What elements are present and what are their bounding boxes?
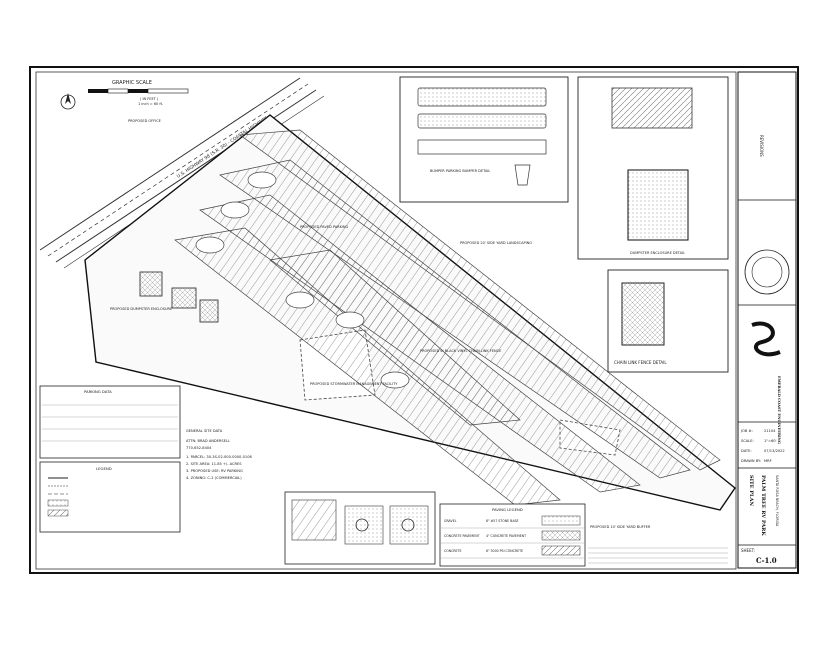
callout-office: PROPOSED OFFICE [128,119,161,123]
graphic-scale-ratio: 1 inch = 60 ft. [138,102,163,106]
job-no-label: JOB #: [740,429,753,433]
office-building [139,271,219,323]
chain-link-detail: CHAIN LINK FENCE DETAIL [607,269,729,373]
paving-legend-spec: 6" 3000 PSI CONCRETE [486,549,523,553]
graphic-scale-units: ( IN FEET ) [140,97,159,101]
paving-legend-spec: 8" #57 STONE BASE [486,519,519,523]
callouts: PROPOSED OFFICE PROPOSED PAVED PARKING P… [110,119,651,529]
graphic-scale: GRAPHIC SCALE ( IN FEET ) 1 inch = 60 ft… [88,80,189,106]
dumpster-detail-title: DUMPSTER ENCLOSURE DETAIL [630,251,685,255]
engineer-logo-icon [751,321,781,357]
sheet-number: C-1.0 [756,556,777,565]
paving-detail [284,491,436,565]
title-block: REVISIONS EMERALD COAST ENGINEERING JOB … [737,71,797,569]
parking-data-title: PARKING DATA [84,389,112,394]
general-site-data: GENERAL SITE DATA ATTN: BRAD ANDERSELL 7… [186,429,252,480]
owner-phone: 770-652-8404 [186,446,212,450]
notes-block [588,547,728,564]
use-line: 3. PROPOSED USE: RV PARKING [186,469,243,473]
paving-legend-label: CONCRETE [444,549,462,553]
north-arrow-icon [60,93,76,110]
general-site-title: GENERAL SITE DATA [186,429,223,433]
callout-dumpster: PROPOSED DUMPSTER ENCLOSURE [110,307,172,311]
inner-border [35,71,737,570]
graphic-scale-title: GRAPHIC SCALE [112,80,152,86]
engineer-seal-icon [744,249,790,295]
callout-chain-link: PROPOSED 6' BLACK VINYL CHAIN LINK FENCE [420,349,501,353]
project-location: SANTA ROSA BEACH, FLORIDA [775,475,779,527]
paving-legend-row: GRAVEL 8" #57 STONE BASE [440,515,585,529]
paving-legend-swatch [541,530,581,541]
callout-landscaping: PROPOSED 20' SIDE YARD LANDSCAPING [460,241,532,245]
paving-legend-swatch [541,545,581,556]
engineer-name: EMERALD COAST ENGINEERING [777,376,781,444]
parking-rows [174,129,721,506]
legend-title: LEGEND [96,466,112,471]
sheet-title: SITE PLAN [748,475,754,506]
date-label: DATE: [741,449,752,453]
callout-parking: PROPOSED PAVED PARKING [300,225,349,229]
paving-legend-label: GRAVEL [444,519,457,523]
project-name: PALM TREE RV PARK [760,475,766,536]
parcel-line: 1. PARCEL: 30-3S-02-000-0000-0106 [186,455,252,459]
revisions-label: REVISIONS [759,135,764,157]
bumper-detail-title: BUMPER PARKING BUMPER DETAIL [430,169,490,173]
paving-legend-title: PAVING LEGEND [492,507,523,512]
job-no-value: 21104 [764,429,776,433]
site-area-line: 2. SITE AREA: 11.85 +/- ACRES [186,462,242,466]
bumper-detail: BUMPER PARKING BUMPER DETAIL [399,76,569,203]
chain-link-detail-title: CHAIN LINK FENCE DETAIL [614,360,667,365]
paving-legend-row: CONCRETE 6" 3000 PSI CONCRETE [440,545,585,559]
zoning-line: 4. ZONING: C-2 (COMMERCIAL) [186,476,242,480]
callout-buffer: PROPOSED 10' SIDE YARD BUFFER [590,525,651,529]
dumpster-detail: DUMPSTER ENCLOSURE DETAIL [577,76,729,260]
paving-legend-label: CONCRETE PAVEMENT [444,534,480,538]
legend-box: LEGEND [39,461,181,533]
owner-line: ATTN: BRAD ANDERSELL [186,439,230,443]
sheet-label: SHEET: [741,548,755,553]
paving-legend-swatch [541,515,581,526]
drawn-label: DRAWN BY: [741,459,761,463]
scale-value: 1"=60' [764,439,777,443]
paving-legend-row: CONCRETE PAVEMENT 4" CONCRETE PAVEMENT [440,530,585,544]
callout-stormwater: PROPOSED STORMWATER MANAGEMENT FACILITY [310,382,398,386]
paving-legend-spec: 4" CONCRETE PAVEMENT [486,534,526,538]
scale-label: SCALE: [741,439,754,443]
date-value: 07/13/2022 [764,449,785,453]
paving-legend: PAVING LEGEND GRAVEL 8" #57 STONE BASE CON… [439,503,586,567]
parking-data-box: PARKING DATA [39,385,181,459]
drawn-value: MRF [764,459,772,463]
